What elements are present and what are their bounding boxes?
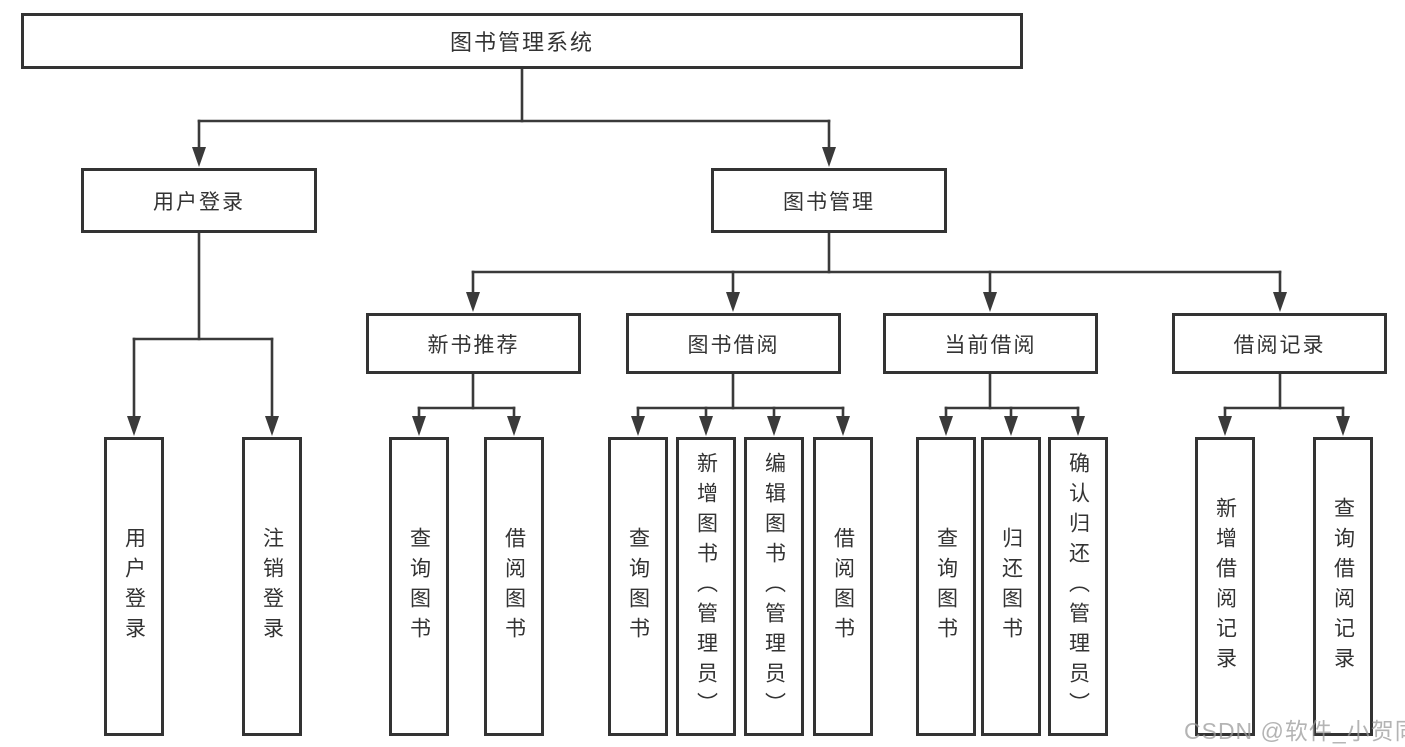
node-root: 图书管理系统 bbox=[21, 13, 1023, 69]
leaf-edit-book-admin: 编辑图书（管理员） bbox=[744, 437, 804, 736]
leaf-query-books-recommend: 查询图书 bbox=[389, 437, 449, 736]
node-current-borrow-label: 当前借阅 bbox=[944, 333, 1037, 357]
node-book-borrow-label: 图书借阅 bbox=[687, 333, 780, 357]
leaf-logout: 注销登录 bbox=[242, 437, 302, 736]
leaf-logout-label: 注销登录 bbox=[260, 526, 284, 647]
leaf-borrow-books-label: 借阅图书 bbox=[831, 526, 855, 647]
leaf-query-books-borrow-label: 查询图书 bbox=[626, 526, 650, 647]
leaf-edit-book-admin-label: 编辑图书（管理员） bbox=[762, 451, 786, 722]
arrowhead-icons bbox=[127, 147, 1350, 436]
node-user-login-label: 用户登录 bbox=[153, 190, 245, 214]
leaf-add-book-admin: 新增图书（管理员） bbox=[676, 437, 736, 736]
node-borrow-records: 借阅记录 bbox=[1172, 313, 1387, 374]
leaf-query-books-current: 查询图书 bbox=[916, 437, 976, 736]
leaf-return-book: 归还图书 bbox=[981, 437, 1041, 736]
leaf-borrow-books-recommend-label: 借阅图书 bbox=[502, 526, 526, 647]
leaf-user-login-label: 用户登录 bbox=[122, 526, 146, 647]
leaf-borrow-books-recommend: 借阅图书 bbox=[484, 437, 544, 736]
node-user-login: 用户登录 bbox=[81, 168, 317, 233]
leaf-query-borrow-record-label: 查询借阅记录 bbox=[1331, 496, 1355, 677]
leaf-query-books-borrow: 查询图书 bbox=[608, 437, 668, 736]
leaf-query-books-current-label: 查询图书 bbox=[934, 526, 958, 647]
csdn-watermark: CSDN @软件_小贺同学 bbox=[1184, 718, 1405, 744]
leaf-borrow-books: 借阅图书 bbox=[813, 437, 873, 736]
leaf-add-borrow-record: 新增借阅记录 bbox=[1195, 437, 1255, 736]
leaf-user-login: 用户登录 bbox=[104, 437, 164, 736]
leaf-query-borrow-record: 查询借阅记录 bbox=[1313, 437, 1373, 736]
node-book-management: 图书管理 bbox=[711, 168, 947, 233]
leaf-confirm-return-admin: 确认归还（管理员） bbox=[1048, 437, 1108, 736]
leaf-return-book-label: 归还图书 bbox=[999, 526, 1023, 647]
node-book-borrow: 图书借阅 bbox=[626, 313, 841, 374]
node-current-borrow: 当前借阅 bbox=[883, 313, 1098, 374]
node-new-book-recommend-label: 新书推荐 bbox=[427, 333, 520, 357]
node-book-management-label: 图书管理 bbox=[783, 190, 875, 214]
node-borrow-records-label: 借阅记录 bbox=[1233, 333, 1326, 357]
node-root-label: 图书管理系统 bbox=[449, 30, 594, 55]
leaf-query-books-recommend-label: 查询图书 bbox=[407, 526, 431, 647]
leaf-confirm-return-admin-label: 确认归还（管理员） bbox=[1066, 451, 1090, 722]
leaf-add-book-admin-label: 新增图书（管理员） bbox=[694, 451, 718, 722]
leaf-add-borrow-record-label: 新增借阅记录 bbox=[1213, 496, 1237, 677]
node-new-book-recommend: 新书推荐 bbox=[366, 313, 581, 374]
